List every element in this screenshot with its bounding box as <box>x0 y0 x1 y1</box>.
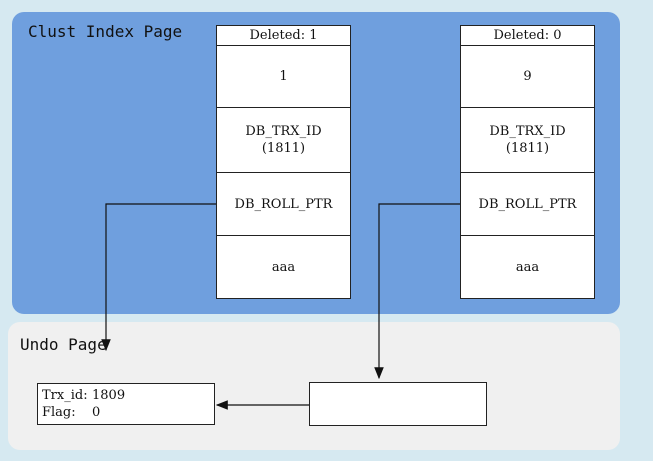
record-deleted: Deleted: 1 1 DB_TRX_ID (1811) DB_ROLL_PT… <box>216 25 351 299</box>
record-value: aaa <box>271 260 296 275</box>
record-value: aaa <box>515 260 540 275</box>
record-trx-id-label: DB_TRX_ID <box>245 124 322 139</box>
record-roll-ptr: DB_ROLL_PTR <box>461 173 594 236</box>
record-trx-id-label: DB_TRX_ID <box>489 124 566 139</box>
record-deleted-flag: Deleted: 0 <box>461 26 594 46</box>
record-roll-ptr: DB_ROLL_PTR <box>217 173 350 236</box>
record-id: 9 <box>461 46 594 108</box>
undo-page-title: Undo Page <box>20 335 107 354</box>
undo-trx-value: 1809 <box>92 388 126 403</box>
record-trx-id-value: (1811) <box>261 141 306 156</box>
record-id: 1 <box>217 46 350 108</box>
undo-trx-key: Trx_id: <box>42 388 88 403</box>
undo-flag-line: Flag: 0 <box>42 404 214 421</box>
record-trx-id: DB_TRX_ID (1811) <box>461 108 594 173</box>
record-deleted-flag: Deleted: 1 <box>217 26 350 46</box>
undo-log-record-empty <box>309 382 487 426</box>
undo-flag-key: Flag: <box>42 405 76 420</box>
undo-flag-value: 0 <box>92 405 101 420</box>
record-trx-id-value: (1811) <box>505 141 550 156</box>
undo-log-record: Trx_id: 1809 Flag: 0 <box>37 383 215 425</box>
roll-ptr-arrow-record-1 <box>101 203 216 352</box>
undo-trx-line: Trx_id: 1809 <box>42 387 214 404</box>
record-trx-id: DB_TRX_ID (1811) <box>217 108 350 173</box>
clust-index-page-title: Clust Index Page <box>28 22 183 41</box>
roll-ptr-arrow-record-2 <box>374 203 460 380</box>
record-active: Deleted: 0 9 DB_TRX_ID (1811) DB_ROLL_PT… <box>460 25 595 299</box>
